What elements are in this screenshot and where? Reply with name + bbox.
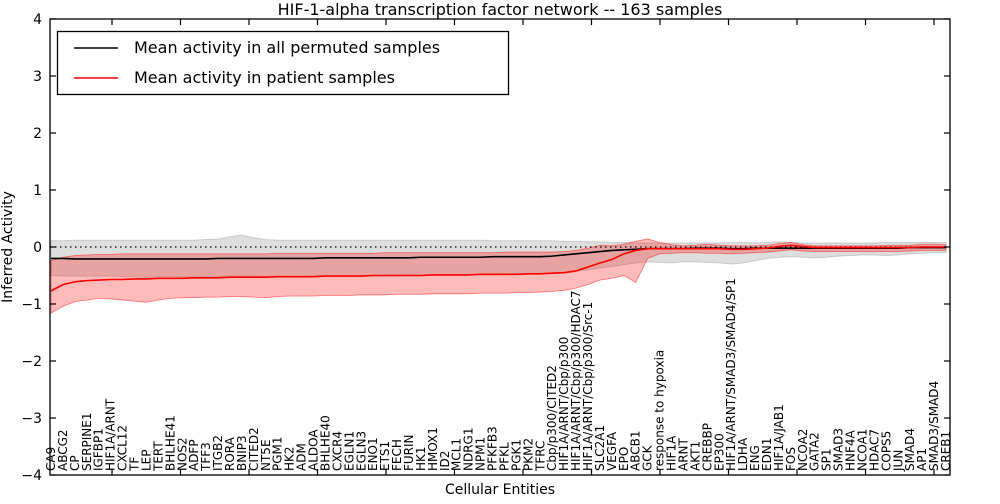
x-category-label: CITED2	[247, 427, 261, 471]
x-category-label: TERT	[151, 441, 165, 472]
x-category-label: HIF1A/ARNT/Cbp/p300	[557, 337, 571, 471]
x-category-label: PGM1	[271, 436, 285, 471]
x-category-label: HMOX1	[426, 427, 440, 471]
x-category-label: BHLHE40	[318, 415, 332, 471]
x-axis-label: Cellular Entities	[445, 482, 555, 498]
x-category-label: AP1	[915, 448, 929, 471]
x-category-label: LDHA	[736, 437, 750, 471]
x-category-label: EPO	[617, 447, 631, 471]
x-category-label: NCOA1	[855, 429, 869, 471]
x-category-label: CXCL12	[116, 425, 130, 471]
x-category-label: CREBBP	[700, 423, 714, 471]
x-category-label: COPS5	[879, 431, 893, 471]
y-tick-label: 0	[33, 240, 42, 256]
x-category-label: NT5E	[259, 439, 273, 471]
x-category-label: NCOA2	[796, 429, 810, 471]
x-category-label: PKM2	[521, 438, 535, 471]
x-category-label: ABCB1	[629, 431, 643, 471]
y-axis-label: Inferred Activity	[0, 191, 16, 303]
x-category-label: GATA2	[808, 432, 822, 471]
x-category-label: CA9	[44, 447, 58, 471]
permuted-mean-line	[51, 246, 946, 260]
x-category-label: MCL1	[450, 438, 464, 471]
x-category-label: CREB1	[939, 431, 953, 471]
x-category-label: TFF3	[199, 442, 213, 472]
x-category-label: ENG	[748, 445, 762, 471]
y-tick-label: −2	[21, 354, 42, 370]
x-category-label: PGK1	[509, 439, 523, 471]
y-tick-label: 4	[33, 12, 42, 28]
x-category-label: NOS2	[175, 437, 189, 471]
y-tick-label: 1	[33, 183, 42, 199]
x-category-label: ADFP	[187, 439, 201, 471]
y-tick-label: −1	[21, 297, 42, 313]
x-category-label: VEGFA	[605, 431, 619, 471]
line-layer	[50, 244, 950, 292]
chart-title: HIF-1-alpha transcription factor network…	[278, 0, 723, 19]
x-category-label: ETS1	[378, 441, 392, 471]
x-category-label: response to hypoxia	[653, 350, 667, 471]
legend-box	[56, 30, 510, 96]
x-category-label: SLC2A1	[593, 425, 607, 471]
x-category-label: ID2	[438, 451, 452, 471]
x-category-label: HIF1A/JAB1	[772, 404, 786, 471]
x-category-label: AKT1	[688, 441, 702, 471]
x-category-label: EDN1	[760, 438, 774, 471]
x-category-label: EP300	[712, 433, 726, 471]
legend: Mean activity in all permuted samples Me…	[56, 30, 510, 96]
x-category-label: PFKFB3	[486, 426, 500, 471]
x-category-label: ADM	[295, 443, 309, 471]
x-category-label: CP	[68, 455, 82, 471]
x-category-label: RORA	[223, 436, 237, 471]
x-category-label: ENO1	[366, 437, 380, 471]
x-category-label: HIF1A/ARNT/SMAD3/SMAD4/SP1	[724, 278, 738, 471]
y-tick-label: −4	[21, 468, 42, 484]
x-category-label: JUN	[891, 450, 905, 472]
x-category-label: ALDOA	[307, 429, 321, 471]
x-category-label: SP1	[820, 449, 834, 472]
x-category-label: GCK	[641, 444, 655, 471]
x-category-label: NPM1	[474, 437, 488, 471]
category-label-layer: CA9ABCG2CPSERPINE1IGFBP1HIF1A/ARNTCXCL12…	[44, 278, 953, 472]
x-category-label: BHLHE41	[163, 415, 177, 471]
x-category-label: LEP	[139, 449, 153, 471]
x-category-label: PFKL	[497, 442, 511, 471]
x-category-label: FECH	[390, 439, 404, 471]
x-category-label: HDAC7	[867, 429, 881, 471]
x-category-label: BNIP3	[235, 435, 249, 471]
x-category-label: SMAD3/SMAD4	[927, 381, 941, 471]
legend-label-patient: Mean activity in patient samples	[134, 68, 395, 87]
x-category-label: SERPINE1	[80, 412, 94, 471]
x-category-label: HIF1A	[665, 435, 679, 471]
x-category-label: HK2	[283, 446, 297, 471]
x-category-label: SMAD3	[832, 428, 846, 471]
y-tick-label: 2	[33, 126, 42, 142]
x-category-label: Cbp/p300/CITED2	[545, 365, 559, 471]
x-category-label: ABCG2	[56, 429, 70, 471]
x-category-label: SMAD4	[903, 428, 917, 471]
x-category-label: TFRC	[533, 441, 547, 472]
x-category-label: NDRG1	[462, 428, 476, 471]
x-category-label: HIF1A/ARNT/Cbp/p300/Src-1	[581, 302, 595, 471]
x-category-label: TF	[128, 457, 142, 472]
y-tick-label: −3	[21, 411, 42, 427]
x-category-label: HNF4A	[844, 429, 858, 471]
x-category-label: ARNT	[676, 437, 690, 471]
x-category-label: EGLN1	[342, 431, 356, 471]
x-category-label: IGFBP1	[92, 428, 106, 471]
x-category-label: HIF1A/ARNT/Cbp/p300/HDAC7	[569, 290, 583, 471]
tick-layer: 4 3 2 1 0 −1 −2 −3 −4	[21, 12, 950, 484]
x-category-label: HK1	[414, 446, 428, 471]
x-category-label: FURIN	[402, 434, 416, 471]
x-category-label: EGLN3	[354, 431, 368, 471]
patient-std-band	[50, 238, 947, 314]
legend-label-permuted: Mean activity in all permuted samples	[134, 38, 440, 57]
x-category-label: ITGB2	[211, 435, 225, 471]
y-tick-label: 3	[33, 69, 42, 85]
x-category-label: CXCR4	[330, 431, 344, 471]
x-category-label: FOS	[784, 447, 798, 471]
x-category-label: HIF1A/ARNT	[104, 398, 118, 471]
patient-mean-line	[50, 244, 946, 292]
